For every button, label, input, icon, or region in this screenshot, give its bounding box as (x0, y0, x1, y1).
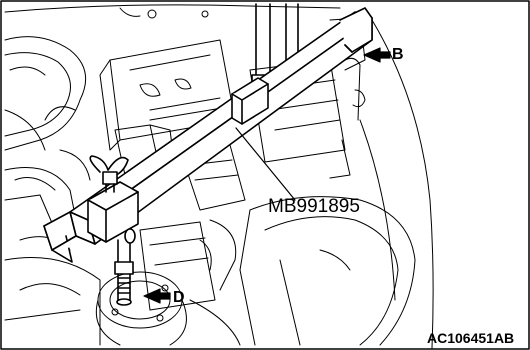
callout-markers (143, 47, 391, 304)
callout-label-d: D (173, 289, 185, 306)
engine-support-tool (43, 3, 373, 306)
figure-code-label: AC106451AB (427, 330, 515, 346)
tool-leader-line (235, 127, 296, 201)
tool-number-label: MB991895 (268, 196, 360, 217)
arrow-d-icon (143, 288, 171, 304)
arrow-b-icon (363, 47, 391, 63)
callout-label-b: B (392, 46, 404, 63)
